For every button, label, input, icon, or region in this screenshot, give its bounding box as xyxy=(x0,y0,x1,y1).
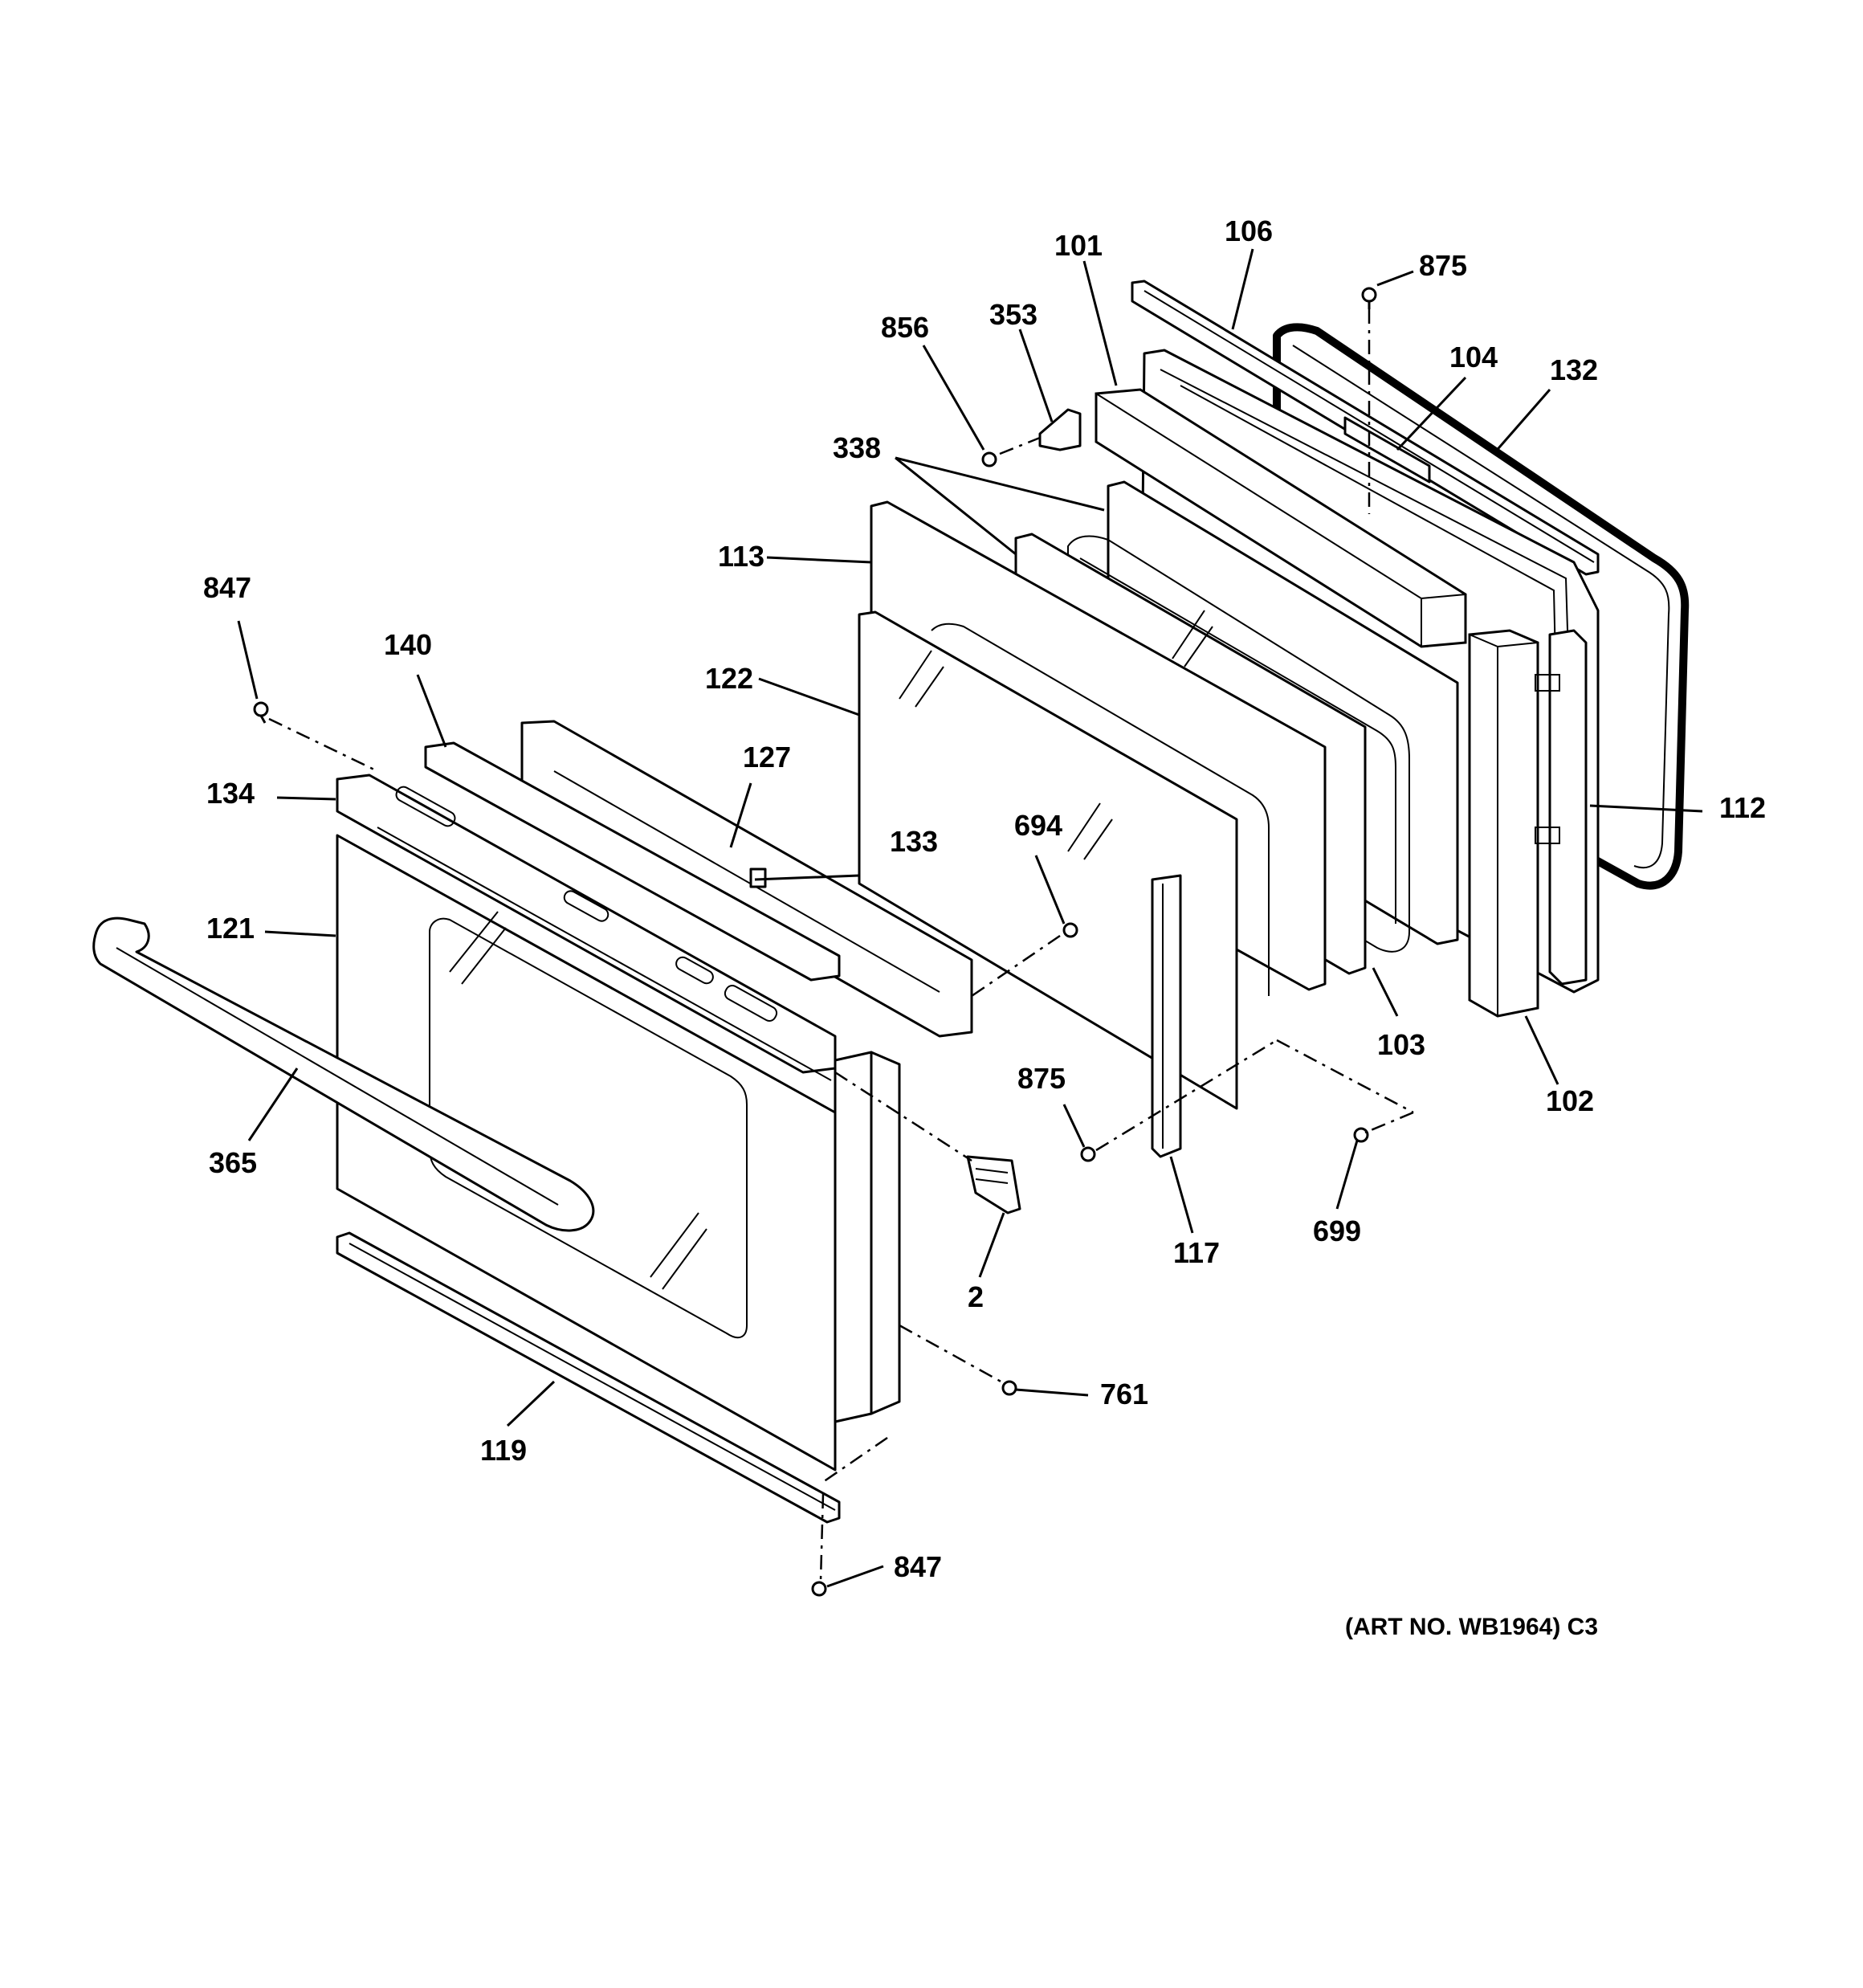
vent-panel-134 xyxy=(336,774,837,1081)
door-gasket-132 xyxy=(1273,323,1690,890)
leader-lines xyxy=(237,248,1703,1588)
door-frame-127 xyxy=(424,720,973,1038)
callout-132: 132 xyxy=(1550,353,1598,386)
screw-856 xyxy=(981,451,997,467)
insulation-block-top xyxy=(1095,388,1467,648)
assembly-lines xyxy=(268,309,1414,1582)
callout-847-top: 847 xyxy=(203,571,251,604)
callout-101: 101 xyxy=(1054,229,1103,262)
callout-338: 338 xyxy=(833,431,881,464)
callout-140: 140 xyxy=(384,628,432,661)
hinge-cover-2 xyxy=(966,1155,1021,1214)
screw-875-top xyxy=(1361,287,1377,309)
callout-875-mid: 875 xyxy=(1017,1062,1066,1095)
screw-699 xyxy=(1353,1127,1369,1143)
bottom-trim-119 xyxy=(336,1231,841,1524)
callout-353: 353 xyxy=(989,298,1037,331)
bracket-104 xyxy=(1343,416,1431,484)
callout-699: 699 xyxy=(1313,1214,1361,1247)
callout-labels: 106 101 875 856 353 104 132 338 113 847 … xyxy=(203,214,1766,1583)
callout-112: 112 xyxy=(1719,791,1766,824)
callout-103: 103 xyxy=(1377,1028,1425,1061)
art-number: (ART NO. WB1964) C3 xyxy=(1345,1614,1598,1640)
oven-window xyxy=(429,911,748,1339)
callout-121: 121 xyxy=(206,912,255,945)
callout-122: 122 xyxy=(705,662,753,695)
callout-847-bottom: 847 xyxy=(894,1550,942,1583)
callout-117: 117 xyxy=(1173,1236,1220,1269)
callout-365: 365 xyxy=(209,1146,257,1179)
hinge-112 xyxy=(1535,629,1588,986)
insulation-block-side xyxy=(1468,629,1539,1018)
callout-875-top: 875 xyxy=(1419,249,1467,282)
side-rail-117 xyxy=(1151,874,1182,1158)
callout-133: 133 xyxy=(890,825,938,858)
callout-856: 856 xyxy=(881,311,929,344)
callout-2: 2 xyxy=(968,1280,984,1313)
outer-door-panel-121 xyxy=(336,834,901,1472)
callout-119: 119 xyxy=(480,1434,527,1467)
callout-104: 104 xyxy=(1449,341,1498,374)
door-handle-365 xyxy=(92,916,595,1232)
screw-875-mid xyxy=(1080,1146,1096,1162)
screw-694 xyxy=(1062,922,1078,938)
top-trim-106 xyxy=(1131,280,1600,576)
bracket-353 xyxy=(1038,408,1082,451)
callout-106: 106 xyxy=(1225,214,1273,247)
vent-slots xyxy=(395,786,778,1022)
window-glass-122 xyxy=(858,610,1238,1110)
clip-133 xyxy=(749,867,767,888)
screw-847-bottom xyxy=(811,1581,827,1597)
screw-847-top xyxy=(253,701,269,724)
screws xyxy=(253,287,1377,1597)
callout-761: 761 xyxy=(1100,1378,1148,1410)
callout-113: 113 xyxy=(718,540,764,573)
callout-694: 694 xyxy=(1014,809,1062,842)
callout-127: 127 xyxy=(743,741,791,774)
screw-761 xyxy=(1001,1380,1017,1396)
callout-134: 134 xyxy=(206,777,255,810)
callout-102: 102 xyxy=(1546,1084,1594,1117)
